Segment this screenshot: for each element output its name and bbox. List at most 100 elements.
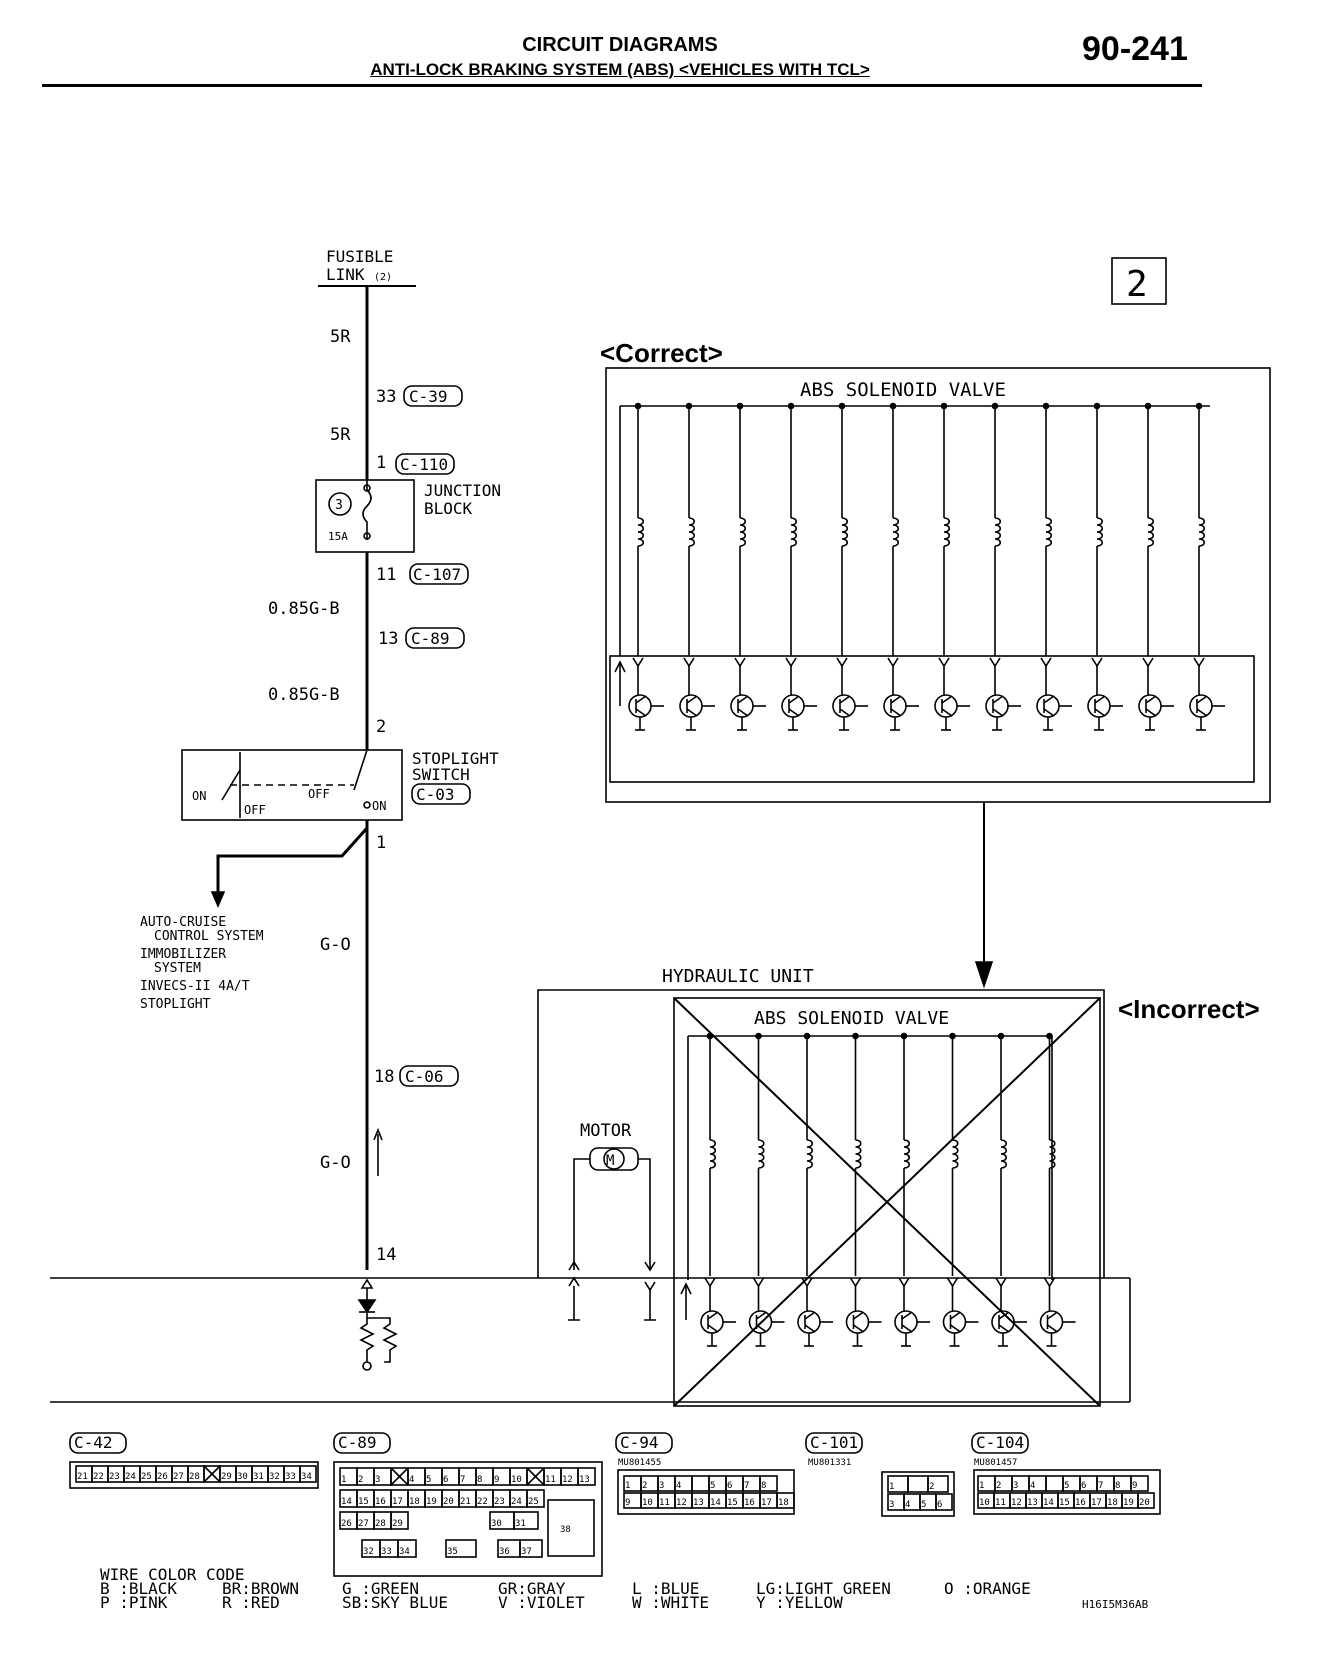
motor-circle	[603, 1148, 625, 1170]
incorrect-valve-4-terminal	[849, 1277, 862, 1288]
correct-valve-1-transistor-collector	[635, 695, 647, 704]
correct-valve-9-terminal	[1040, 657, 1052, 668]
conn-c107: C-107	[413, 565, 461, 584]
conn-c89: C-89	[411, 629, 450, 648]
incorrect-valve-1-terminal	[704, 1277, 716, 1288]
incorrect-valve-6-terminal	[946, 1277, 959, 1288]
left-circuit: FUSIBLE LINK (2) 5R 33 C-39 5R 1 C-110 3…	[140, 247, 501, 1371]
c104-r2-pin-label-10: 20	[1139, 1498, 1150, 1508]
c101-r1-pin-2	[927, 1475, 949, 1493]
incorrect-label: <Incorrect>	[1118, 994, 1260, 1024]
wcc-col6-0: LG:LIGHT GREEN	[756, 1579, 891, 1598]
correct-valve-10-transistor-emitter	[1094, 708, 1106, 717]
header-subtitle: ANTI-LOCK BRAKING SYSTEM (ABS) <VEHICLES…	[370, 60, 870, 79]
jb-fuse-symbol	[362, 480, 372, 540]
branch-item-0: AUTO-CRUISE	[140, 915, 226, 930]
c89-r3a-pin-label-2: 28	[375, 1519, 386, 1529]
page-box-number: 2	[1126, 264, 1148, 305]
branch-item-2: IMMOBILIZER	[140, 947, 226, 962]
c89-housing	[333, 1461, 603, 1577]
motor-wire-right	[638, 1158, 651, 1270]
c42-pin-label-6: 27	[173, 1472, 184, 1482]
incorrect-valve-8-coil	[1049, 1139, 1056, 1169]
sw-on-left: ON	[192, 789, 206, 803]
c94-r1-pin-label-2: 3	[659, 1481, 664, 1491]
incorrect-valve-3-transistor-emitter	[804, 1324, 816, 1333]
incorrect-valve-7-transistor-emitter	[998, 1324, 1010, 1333]
c89-r2-pin-label-7: 21	[460, 1497, 471, 1507]
c94-housing	[617, 1469, 795, 1515]
wcc-col3-0: G :GREEN	[342, 1579, 419, 1598]
correct-valve-6-terminal	[887, 657, 899, 668]
correct-valve-4-transistor-collector	[788, 695, 800, 704]
c42-pin-label-14: 34	[301, 1472, 312, 1482]
branch-item-3: SYSTEM	[154, 961, 201, 976]
c94-r2-pin-label-4: 13	[693, 1498, 704, 1508]
incorrect-valve-5-transistor-emitter	[901, 1324, 913, 1333]
c89-r1-pin-label-7: 7	[460, 1475, 465, 1485]
motor-wire-left	[573, 1158, 590, 1270]
c89-r2-pin-label-1: 15	[358, 1497, 369, 1507]
hydraulic-unit-box	[537, 989, 1105, 1278]
correct-valve-6-transistor	[883, 694, 907, 718]
c89-r4a-pin-2	[397, 1539, 417, 1558]
header-rule	[42, 84, 1202, 87]
wcc-col7-0: O :ORANGE	[944, 1579, 1031, 1598]
c42-pin-label-4: 25	[141, 1472, 152, 1482]
incorrect-valve-4-transistor	[845, 1310, 870, 1334]
correct-valve-12-transistor-collector	[1196, 695, 1208, 704]
c89-r4b-pin-label-0: 35	[447, 1547, 458, 1557]
c89-r4c-pin-label-1: 37	[521, 1547, 532, 1557]
c94-id-box	[615, 1432, 673, 1454]
c104-r2-pin-label-7: 17	[1091, 1498, 1102, 1508]
c89-r1-pin-14	[577, 1467, 596, 1486]
c89-r1-pin-label-5: 5	[426, 1475, 431, 1485]
c104-r1-pin-label-0: 1	[979, 1481, 984, 1491]
correct-label: <Correct>	[600, 338, 723, 368]
wire-color-code: WIRE COLOR CODE B :BLACK P :PINK BR:BROW…	[100, 1565, 1149, 1612]
incorrect-valve-4-transistor-collector	[853, 1311, 864, 1320]
wcc-col4-1: V :VIOLET	[498, 1593, 585, 1612]
wcc-col1-0: B :BLACK	[100, 1579, 177, 1598]
c89-r2-pin-label-8: 22	[477, 1497, 488, 1507]
correct-valve-10-terminal	[1091, 657, 1103, 668]
c89-id: C-89	[338, 1433, 377, 1452]
correct-valve-11-coil	[1147, 517, 1155, 547]
page-number: 90-241	[1082, 30, 1188, 68]
c94-r2-pin-9	[776, 1492, 795, 1509]
jb-label-2: BLOCK	[424, 499, 473, 518]
c42-pin-label-12: 32	[269, 1472, 280, 1482]
sw-off-mid: OFF	[308, 787, 330, 801]
motor-right-terminal	[644, 1261, 656, 1272]
c89-r3a-pin-label-0: 26	[341, 1519, 352, 1529]
c42-pin-14	[299, 1465, 317, 1483]
c104-r2-pin-label-6: 16	[1075, 1498, 1086, 1508]
correct-valve-1-terminal	[632, 657, 644, 668]
branch-wire	[216, 827, 369, 900]
c89-r4c-pin-1	[519, 1539, 543, 1558]
correct-valve-5-transistor-collector	[839, 695, 851, 704]
incorrect-valve-3-coil	[806, 1139, 814, 1169]
c94-part: MU801455	[618, 1458, 661, 1468]
correct-valve-6-coil	[892, 517, 900, 547]
branch-item-4: INVECS-II 4A/T	[140, 979, 250, 994]
c104-r2-pin-label-0: 10	[979, 1498, 990, 1508]
c89-r1-pin-x2-11	[526, 1467, 545, 1486]
c89-r1-pin-label-12: 11	[545, 1475, 556, 1485]
motor-ecu-left-terminal	[568, 1276, 580, 1287]
c94-r2-pin-label-2: 11	[659, 1498, 670, 1508]
conn-c110-box	[395, 453, 455, 475]
stoplight-switch-box	[181, 749, 403, 821]
ecu-resistor-1	[359, 1312, 375, 1362]
c104-r2-pin-label-5: 15	[1059, 1498, 1070, 1508]
wire-085gb-a: 0.85G-B	[268, 599, 340, 619]
correct-valve-8-terminal	[989, 657, 1001, 668]
incorrect-valve-1-transistor-emitter	[707, 1324, 719, 1333]
page-box	[1111, 257, 1167, 305]
correct-valve-8-transistor-emitter	[992, 708, 1004, 717]
c94-r2-pin-label-9: 18	[778, 1498, 789, 1508]
c89-r1-pin-label-1: 2	[358, 1475, 363, 1485]
correct-valve-11-terminal	[1142, 657, 1154, 668]
correct-valve-5-terminal	[836, 657, 848, 668]
c89-r1-pin-label-8: 8	[477, 1475, 482, 1485]
